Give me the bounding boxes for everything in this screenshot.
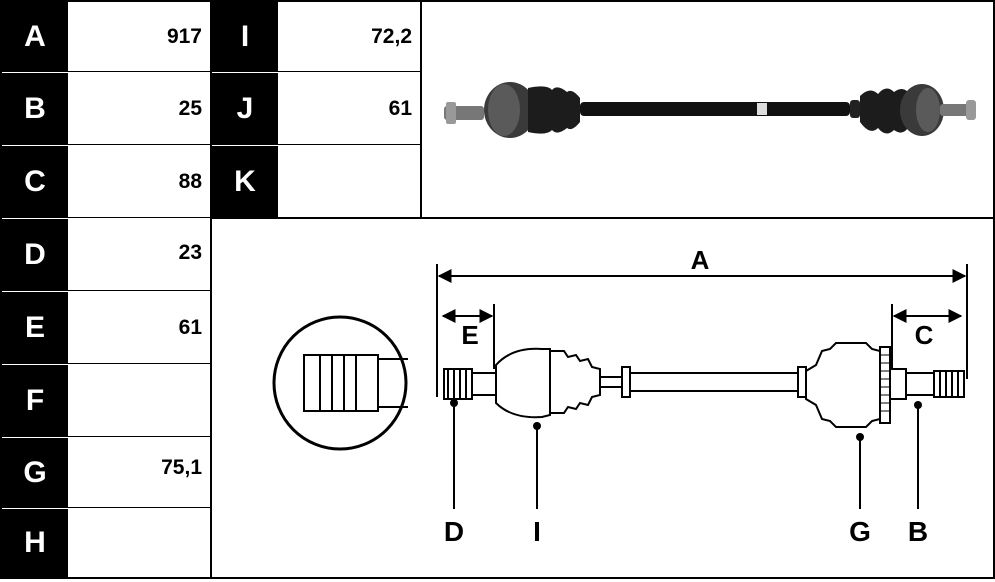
value-d: 23 <box>68 219 210 291</box>
label-c: C <box>915 320 934 350</box>
key-e: E <box>2 292 68 364</box>
value-b: 25 <box>68 73 210 145</box>
key-c: C <box>2 146 68 218</box>
value-k <box>278 146 420 217</box>
drive-shaft-photo <box>444 82 976 138</box>
key-i: I <box>212 2 278 72</box>
key-j: J <box>212 73 278 145</box>
left-joint-drawing <box>495 347 551 419</box>
left-boot <box>528 86 580 134</box>
detail-circle <box>272 315 408 451</box>
detail-spline <box>303 354 408 412</box>
label-i: I <box>533 516 541 547</box>
pointer-b-dot <box>914 401 922 409</box>
shaft-label <box>757 103 767 115</box>
key-a: A <box>2 2 68 72</box>
left-boot-drawing <box>549 350 601 414</box>
shaft-damper <box>850 100 860 118</box>
divider-left <box>210 0 212 579</box>
left-stub-tip <box>446 102 456 124</box>
label-e: E <box>461 320 478 350</box>
key-g: G <box>2 438 68 508</box>
left-neck <box>599 376 623 388</box>
drive-shaft-diagram: A E C <box>272 245 968 547</box>
divider-horizontal <box>210 217 995 219</box>
right-cv-joint-face <box>916 88 940 132</box>
label-a: A <box>691 245 710 275</box>
right-stub-tip <box>966 100 976 120</box>
technical-drawing: A E C <box>212 219 993 577</box>
value-f <box>68 365 210 437</box>
abs-ring <box>879 346 891 424</box>
value-e: 61 <box>68 292 210 364</box>
shaft-drawing <box>629 372 799 392</box>
divider-photo <box>420 0 422 219</box>
pointer-d-dot <box>450 399 458 407</box>
value-g: 75,1 <box>68 438 210 508</box>
right-boot-drawing <box>805 342 881 428</box>
pointer-i-dot <box>533 422 541 430</box>
key-h: H <box>2 509 68 577</box>
value-i: 72,2 <box>278 2 420 72</box>
left-stub-drawing <box>443 368 497 400</box>
key-k: K <box>212 146 278 217</box>
pointer-g-dot <box>856 433 864 441</box>
value-c: 88 <box>68 146 210 218</box>
left-ring <box>621 366 631 398</box>
label-d: D <box>444 516 464 547</box>
right-stub-shaft <box>940 104 974 116</box>
product-photo <box>422 2 993 217</box>
value-h <box>68 509 210 577</box>
right-stub-drawing <box>889 368 965 400</box>
right-boot <box>860 88 908 134</box>
key-b: B <box>2 73 68 145</box>
right-ring <box>797 366 807 398</box>
label-g: G <box>849 516 871 547</box>
value-a: 917 <box>68 2 210 72</box>
main-shaft <box>580 102 850 116</box>
key-d: D <box>2 219 68 291</box>
key-f: F <box>2 365 68 437</box>
label-b: B <box>908 516 928 547</box>
left-cv-joint-face <box>488 84 520 136</box>
value-j: 61 <box>278 73 420 145</box>
abs-teeth <box>880 354 890 412</box>
